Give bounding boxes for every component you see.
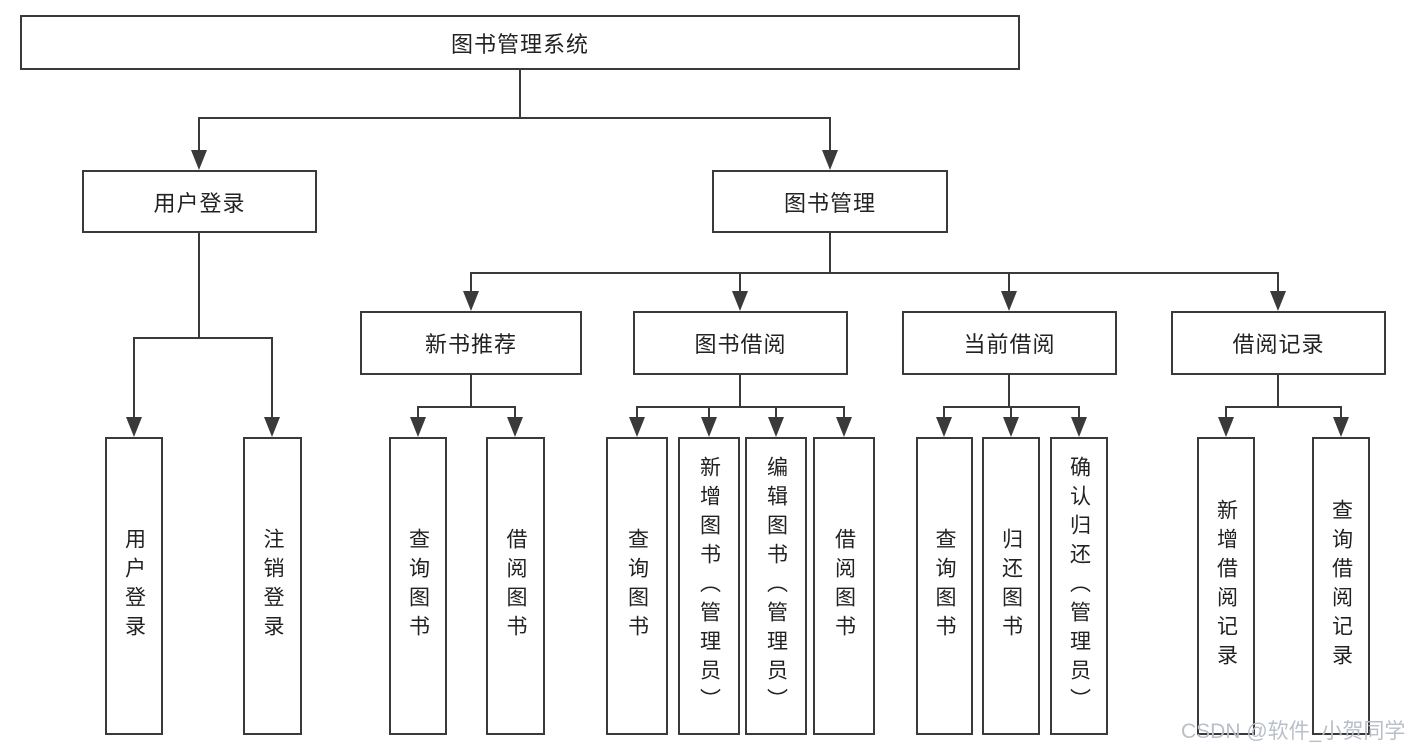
connector-stem [1277, 375, 1279, 406]
connector-stem [1008, 272, 1010, 303]
arrowhead-down-icon [191, 150, 207, 170]
leaf-query-books-recommend: 查询图书 [389, 437, 447, 735]
leaf-label: 查询借阅记录 [1329, 499, 1353, 673]
arrowhead-down-icon [836, 417, 852, 437]
group-label: 图书借阅 [694, 332, 787, 357]
leaf-label: 查询图书 [406, 528, 430, 644]
branch-book-management: 图书管理 [712, 170, 948, 233]
connector-root-rail [199, 117, 831, 119]
connector-stem [1008, 375, 1010, 406]
leaf-query-books-current: 查询图书 [916, 437, 973, 735]
leaf-label: 注销登录 [261, 528, 284, 644]
group-new-book-recommend: 新书推荐 [360, 311, 582, 375]
watermark-text: CSDN @软件_小贺同学 [1181, 720, 1405, 743]
connector-stem [198, 117, 200, 162]
connector-stem [133, 337, 135, 429]
connector-rail [636, 406, 845, 408]
leaf-edit-books-admin: 编辑图书（管理员） [745, 437, 807, 735]
connector-rail [470, 272, 1279, 274]
group-label: 当前借阅 [963, 332, 1056, 357]
leaf-borrow-books: 借阅图书 [813, 437, 875, 735]
arrowhead-down-icon [1003, 417, 1019, 437]
leaf-user-login: 用户登录 [105, 437, 163, 735]
arrowhead-down-icon [463, 291, 479, 311]
connector-stem [470, 272, 472, 303]
arrowhead-down-icon [264, 417, 280, 437]
arrowhead-down-icon [732, 291, 748, 311]
leaf-return-books: 归还图书 [982, 437, 1040, 735]
connector-rail [133, 337, 273, 339]
leaf-label: 借阅图书 [832, 528, 856, 644]
arrowhead-down-icon [1071, 417, 1087, 437]
arrowhead-down-icon [629, 417, 645, 437]
leaf-label: 查询图书 [625, 528, 649, 644]
connector-stem [470, 375, 472, 406]
connector-rail [417, 406, 516, 408]
leaf-logout-login: 注销登录 [243, 437, 302, 735]
arrowhead-down-icon [1333, 417, 1349, 437]
connector-root-stem [519, 70, 521, 117]
branch-book-management-label: 图书管理 [783, 190, 876, 216]
leaf-add-books-admin: 新增图书（管理员） [678, 437, 740, 735]
leaf-label: 编辑图书（管理员） [764, 455, 788, 717]
leaf-label: 归还图书 [999, 528, 1023, 644]
leaf-query-books-borrow: 查询图书 [606, 437, 668, 735]
branch-user-login: 用户登录 [82, 170, 317, 233]
connector-stem [829, 233, 831, 272]
group-label: 借阅记录 [1232, 332, 1325, 357]
leaf-label: 确认归还（管理员） [1067, 455, 1091, 717]
connector-stem [198, 233, 200, 337]
arrowhead-down-icon [936, 417, 952, 437]
connector-stem [739, 375, 741, 406]
arrowhead-down-icon [1270, 291, 1286, 311]
arrowhead-down-icon [1001, 291, 1017, 311]
arrowhead-down-icon [507, 417, 523, 437]
leaf-label: 查询图书 [933, 528, 956, 644]
connector-rail [1225, 406, 1342, 408]
arrowhead-down-icon [822, 150, 838, 170]
connector-stem [829, 117, 831, 162]
arrowhead-down-icon [768, 417, 784, 437]
root-node-label: 图书管理系统 [450, 31, 589, 57]
leaf-confirm-return-admin: 确认归还（管理员） [1050, 437, 1108, 735]
connector-stem [271, 337, 273, 429]
group-borrow-records: 借阅记录 [1171, 311, 1386, 375]
arrowhead-down-icon [1218, 417, 1234, 437]
leaf-query-borrow-record: 查询借阅记录 [1312, 437, 1370, 735]
leaf-label: 借阅图书 [504, 528, 527, 644]
root-node: 图书管理系统 [20, 15, 1020, 70]
connector-stem [739, 272, 741, 303]
connector-stem [1277, 272, 1279, 303]
leaf-label: 新增借阅记录 [1214, 499, 1238, 673]
leaf-label: 新增图书（管理员） [697, 455, 721, 717]
group-book-borrow: 图书借阅 [633, 311, 848, 375]
group-current-borrow: 当前借阅 [902, 311, 1117, 375]
branch-user-login-label: 用户登录 [153, 190, 246, 216]
leaf-add-borrow-record: 新增借阅记录 [1197, 437, 1255, 735]
arrowhead-down-icon [126, 417, 142, 437]
arrowhead-down-icon [701, 417, 717, 437]
arrowhead-down-icon [410, 417, 426, 437]
leaf-label: 用户登录 [122, 528, 146, 644]
group-label: 新书推荐 [424, 332, 517, 357]
leaf-borrow-books-recommend: 借阅图书 [486, 437, 545, 735]
